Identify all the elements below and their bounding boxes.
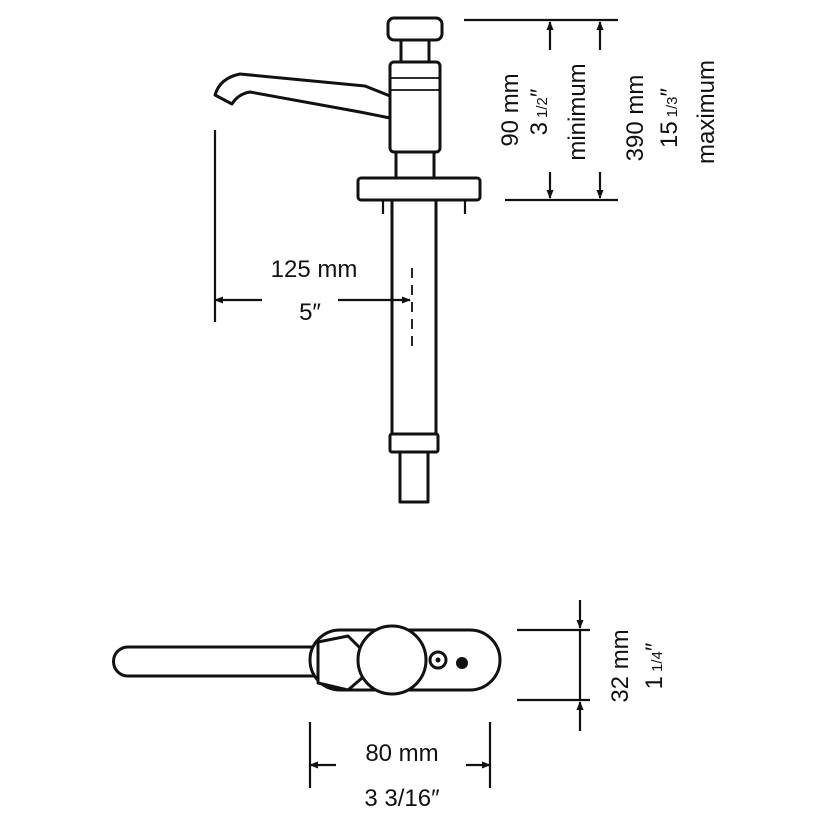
max-height-metric-label: 390 mm — [622, 75, 649, 162]
reach-metric-label: 125 mm — [271, 256, 358, 283]
pump-spout — [213, 72, 392, 120]
top-view-spout — [112, 645, 320, 678]
length-metric-label: 80 mm — [365, 740, 438, 767]
top-view-knob — [356, 624, 428, 696]
spout-reach-dimension: 125 mm 5″ — [213, 130, 411, 326]
length-imperial-label: 3 3/16″ — [364, 785, 440, 812]
width-imperial-label: 11/4″ — [641, 642, 668, 689]
width-metric-label: 32 mm — [607, 629, 634, 702]
reach-imperial-label: 5″ — [299, 299, 321, 326]
min-height-metric-label: 90 mm — [497, 73, 524, 146]
pump-knob — [386, 16, 444, 42]
top-view-length-dimension: 80 mm 3 3/16″ — [308, 722, 492, 812]
pump-side-view — [213, 16, 482, 504]
pump-intake-pipe — [398, 450, 430, 504]
top-view-width-dimension: 32 mm 11/4″ — [517, 600, 668, 731]
min-height-note-label: minimum — [564, 63, 591, 160]
max-height-imperial-label: 151/3″ — [656, 87, 683, 148]
pump-upper-body — [388, 60, 442, 154]
pump-top-view — [112, 624, 502, 696]
pump-tube — [390, 198, 438, 436]
pump-mounting-flange — [356, 176, 482, 202]
height-dimensions: 90 mm 31/2″ minimum 390 mm 151/3″ maximu… — [464, 18, 720, 202]
top-view-screw — [456, 657, 468, 669]
min-height-imperial-label: 31/2″ — [526, 88, 553, 135]
max-height-note-label: maximum — [693, 60, 720, 164]
